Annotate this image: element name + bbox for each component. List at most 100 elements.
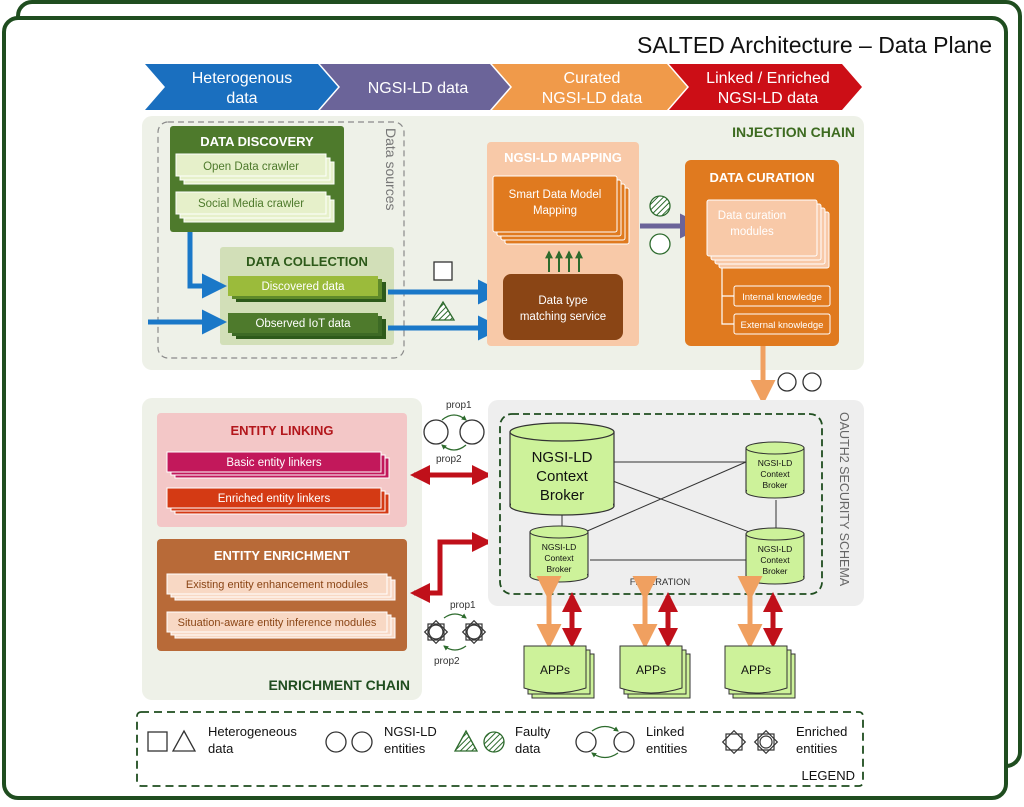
internal-knowledge: Internal knowledge	[742, 292, 822, 303]
heterogeneous-square-icon	[433, 261, 453, 281]
data-collection-title: DATA COLLECTION	[246, 254, 368, 269]
data-type-line2: matching service	[520, 311, 606, 323]
external-knowledge: External knowledge	[741, 320, 824, 331]
svg-text:Broker: Broker	[540, 487, 584, 504]
enrichment-broker-arrow	[410, 532, 492, 603]
data-sources-box	[157, 121, 405, 359]
stage-chevron-heterogenous: Heterogenous data	[145, 64, 338, 110]
svg-text:NGSI-LD: NGSI-LD	[384, 724, 437, 739]
svg-text:Broker: Broker	[762, 480, 787, 490]
entity-enrichment-title: ENTITY ENRICHMENT	[214, 548, 350, 563]
stage-label-line1: Heterogenous	[192, 70, 293, 87]
observed-iot-data: Observed IoT data	[255, 318, 351, 330]
ngsi-entity-icon	[802, 372, 822, 392]
oauth2-security-label: OAUTH2 SECURITY SCHEMA	[837, 412, 851, 587]
curation-modules-line2: modules	[730, 226, 774, 238]
entity-linking-box: ENTITY LINKING Basic entity linkers Enri…	[157, 413, 407, 527]
social-media-crawler: Social Media crawler	[198, 198, 304, 210]
svg-text:Enriched: Enriched	[796, 724, 847, 739]
ngsi-ld-mapping-title: NGSI-LD MAPPING	[504, 150, 622, 165]
entity-linking-title: ENTITY LINKING	[230, 423, 333, 438]
svg-text:NGSI-LD: NGSI-LD	[542, 542, 576, 552]
app-document-3: APPs	[724, 645, 796, 699]
legend-enriched: Enriched entities	[721, 724, 847, 756]
stage-chevron-curated: Curated NGSI-LD data	[492, 64, 687, 110]
stage-label-line1: NGSI-LD data	[368, 80, 469, 97]
legend-box	[136, 711, 864, 787]
existing-entity-enhancement: Existing entity enhancement modules	[186, 579, 369, 591]
svg-text:Context: Context	[760, 469, 790, 479]
stage-label-line2: NGSI-LD data	[718, 90, 819, 107]
context-broker-bottom-left: NGSI-LD Context Broker	[529, 525, 589, 583]
svg-text:Broker: Broker	[762, 566, 787, 576]
smart-data-model-line2: Mapping	[533, 205, 577, 217]
legend-ngsi-entities: NGSI-LD entities	[325, 724, 437, 756]
svg-text:APPs: APPs	[540, 663, 570, 677]
circle-icon	[351, 731, 373, 753]
discovered-data: Discovered data	[261, 281, 345, 293]
legend-linked: Linked entities	[575, 724, 688, 759]
svg-text:NGSI-LD: NGSI-LD	[758, 544, 792, 554]
hatched-triangle-icon	[453, 729, 479, 752]
svg-text:APPs: APPs	[741, 663, 771, 677]
diagram-title: SALTED Architecture – Data Plane	[637, 32, 992, 58]
svg-text:Context: Context	[760, 555, 790, 565]
linked-entities-icon: prop1 prop2	[423, 400, 485, 465]
stage-label-line2: data	[226, 90, 257, 107]
data-curation-box: DATA CURATION Data curation modules Inte…	[685, 160, 839, 346]
federation-label: FEDERATION	[630, 577, 691, 588]
ngsi-ld-mapping-box: NGSI-LD MAPPING Smart Data Model Mapping…	[487, 142, 639, 346]
faulty-circle-icon	[649, 195, 671, 217]
svg-text:Broker: Broker	[546, 564, 571, 574]
svg-text:Heterogeneous: Heterogeneous	[208, 724, 297, 739]
svg-text:entities: entities	[646, 741, 688, 756]
stage-label-line2: NGSI-LD data	[542, 90, 643, 107]
data-collection-box: DATA COLLECTION Discovered data Observed…	[220, 247, 394, 345]
hatched-circle-icon	[483, 731, 505, 753]
entity-enrichment-box: ENTITY ENRICHMENT Existing entity enhanc…	[157, 539, 407, 651]
ngsi-entity-icon	[649, 233, 671, 255]
svg-text:Context: Context	[544, 553, 574, 563]
data-sources-label: Data sources	[383, 128, 399, 210]
curation-modules-line1: Data curation	[718, 210, 786, 222]
legend-label: LEGEND	[802, 768, 855, 783]
svg-text:entities: entities	[796, 741, 838, 756]
stage-chevron-ngsi-ld: NGSI-LD data	[320, 64, 510, 110]
enrichment-chain-label: ENRICHMENT CHAIN	[268, 677, 410, 693]
data-type-line1: Data type	[538, 295, 587, 307]
legend-faulty: Faulty data	[453, 724, 551, 756]
basic-entity-linkers: Basic entity linkers	[226, 457, 321, 469]
svg-text:data: data	[515, 741, 541, 756]
svg-text:Context: Context	[536, 468, 589, 485]
situation-aware-inference: Situation-aware entity inference modules	[178, 617, 377, 629]
data-discovery-title: DATA DISCOVERY	[200, 134, 314, 149]
injection-chain-label: INJECTION CHAIN	[732, 124, 855, 140]
svg-text:entities: entities	[384, 741, 426, 756]
circle-icon	[613, 731, 635, 753]
data-curation-title: DATA CURATION	[710, 170, 815, 185]
legend-heterogeneous: Heterogeneous data	[147, 724, 297, 756]
faulty-triangle-icon	[430, 300, 456, 321]
discovery-to-collection-arrow	[187, 232, 227, 299]
prop2-label: prop2	[434, 656, 460, 667]
svg-text:Linked: Linked	[646, 724, 684, 739]
enriched-entity-linkers: Enriched entity linkers	[218, 493, 331, 505]
context-broker-top-right: NGSI-LD Context Broker	[745, 441, 805, 499]
stage-chevron-linked-enriched: Linked / Enriched NGSI-LD data	[669, 64, 862, 110]
prop2-label: prop2	[436, 454, 462, 465]
triangle-icon	[171, 729, 197, 752]
svg-text:Faulty: Faulty	[515, 724, 551, 739]
enriched-entities-icon: prop1 prop2	[423, 600, 487, 667]
data-discovery-box: DATA DISCOVERY Open Data crawler Social …	[170, 126, 344, 232]
prop1-label: prop1	[446, 400, 472, 411]
circle-icon	[325, 731, 347, 753]
app-document-2: APPs	[619, 645, 691, 699]
svg-text:APPs: APPs	[636, 663, 666, 677]
square-icon	[147, 731, 168, 752]
app-document-1: APPs	[523, 645, 595, 699]
ngsi-entity-icon	[777, 372, 797, 392]
smart-data-model-line1: Smart Data Model	[509, 189, 602, 201]
svg-text:NGSI-LD: NGSI-LD	[532, 449, 593, 466]
